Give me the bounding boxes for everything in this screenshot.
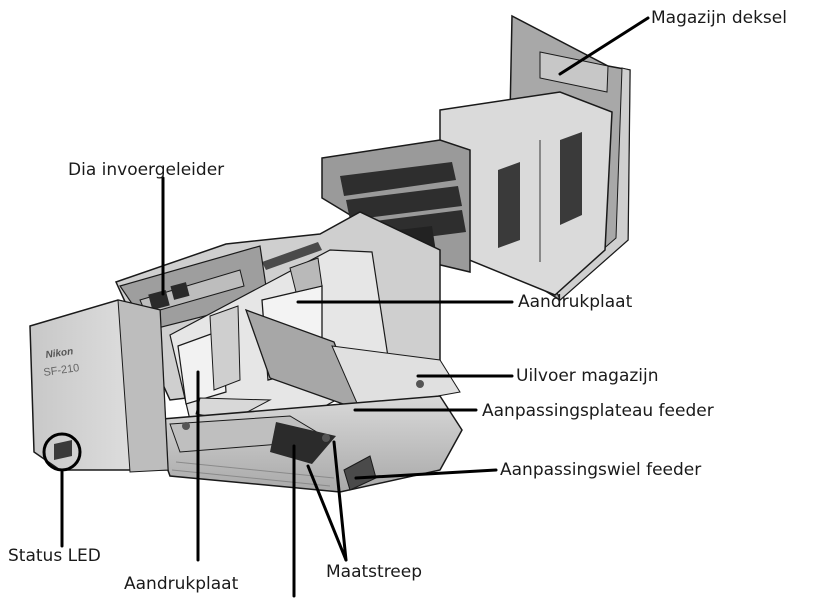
model-text: SF-210 (43, 362, 80, 379)
label-feeder-adjust-wheel: Aanpassingswiel feeder (500, 460, 702, 480)
magazine-lid (439, 14, 631, 301)
label-scale-mark: Maatstreep (326, 562, 423, 582)
label-output-magazine: Uilvoer magazijn (516, 366, 659, 386)
label-feeder-adjust-plateau: Aanpassingsplateau feeder (482, 401, 714, 421)
leader-lines (60, 16, 650, 598)
label-pressure-plate-bottom: Aandrukplaat (124, 574, 239, 594)
feeder-body (29, 211, 463, 493)
label-slide-feed-guide: Dia invoergeleider (68, 160, 225, 180)
label-status-led: Status LED (8, 546, 101, 566)
status-led-callout-circle (42, 432, 82, 472)
brand-text: Nikon (45, 346, 74, 361)
label-pressure-plate-top: Aandrukplaat (518, 292, 633, 312)
label-magazine-lid: Magazijn deksel (651, 8, 787, 28)
